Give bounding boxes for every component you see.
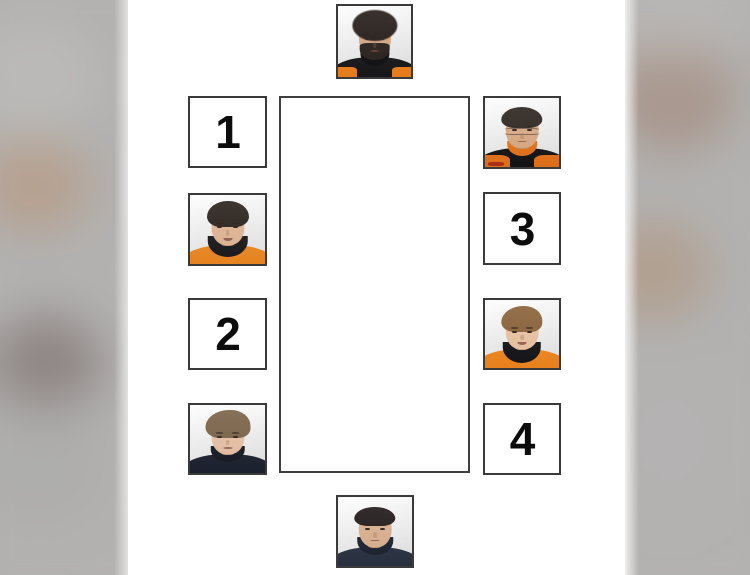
- portrait-right-1: [485, 98, 559, 167]
- portrait-right-3: [485, 300, 559, 368]
- slot-top-center[interactable]: [336, 4, 413, 79]
- slot-label: 4: [509, 413, 536, 465]
- empty-center-area[interactable]: [279, 96, 470, 473]
- right-blurred-backdrop: [625, 0, 750, 575]
- left-backdrop-veil: [0, 0, 128, 575]
- slot-label: 1: [215, 106, 241, 158]
- right-edge-fade: [625, 0, 639, 575]
- left-edge-fade: [114, 0, 128, 575]
- slot-bottom-center[interactable]: [336, 495, 414, 568]
- slot-right-4[interactable]: 4: [483, 403, 561, 475]
- slot-left-2[interactable]: [188, 193, 267, 266]
- slot-left-4[interactable]: [188, 403, 267, 475]
- diagram-surface: 1: [128, 0, 625, 575]
- right-backdrop-veil: [625, 0, 750, 575]
- portrait-left-2: [190, 195, 265, 264]
- portrait-top-center: [338, 6, 411, 77]
- slot-right-2[interactable]: 3: [483, 192, 561, 265]
- slot-right-1[interactable]: [483, 96, 561, 169]
- portrait-bottom-center: [338, 497, 412, 566]
- slot-label: 2: [215, 308, 241, 360]
- slot-label: 3: [509, 202, 536, 255]
- left-blurred-backdrop: [0, 0, 128, 575]
- slot-left-1[interactable]: 1: [188, 96, 267, 168]
- portrait-left-4: [190, 405, 265, 473]
- slot-left-3[interactable]: 2: [188, 298, 267, 370]
- slot-right-3[interactable]: [483, 298, 561, 370]
